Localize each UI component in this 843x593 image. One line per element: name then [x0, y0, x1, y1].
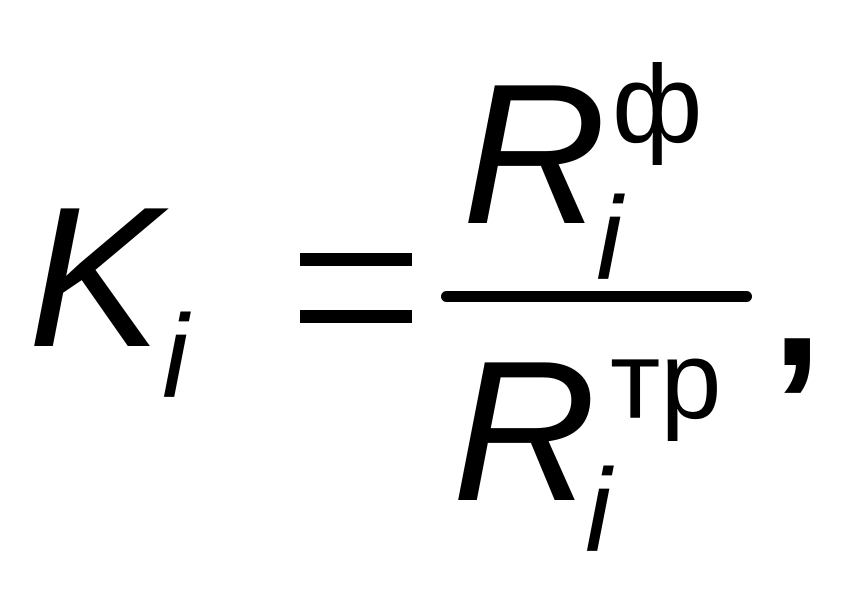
equals-bar-top — [300, 253, 412, 266]
lhs-symbol: K — [28, 166, 162, 389]
denominator-superscript: тр — [610, 319, 722, 442]
numerator-superscript: ф — [612, 43, 703, 166]
fraction-bar — [441, 291, 752, 302]
trailing-comma: , — [772, 203, 823, 404]
numerator-subscript: i — [596, 173, 623, 305]
equals-bar-bottom — [300, 310, 412, 323]
lhs-subscript: i — [162, 291, 189, 423]
denominator-symbol: R — [452, 320, 597, 543]
numerator-symbol: R — [462, 43, 607, 266]
denominator-subscript: i — [585, 445, 612, 577]
